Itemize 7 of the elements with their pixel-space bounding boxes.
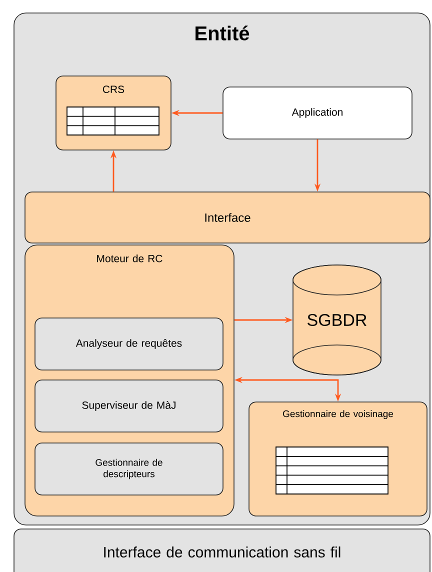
- process-box: Application: [222, 86, 412, 140]
- process-box: Analyseur de requêtes: [34, 318, 224, 370]
- database-cylinder: SGBDR: [292, 264, 382, 376]
- interface-band: Interface: [24, 192, 430, 244]
- process-box: Gestionnaire de descripteurs: [34, 442, 224, 496]
- interface-band: Interface de communication sans fil: [14, 528, 430, 572]
- process-box: Superviseur de MàJ: [34, 380, 224, 432]
